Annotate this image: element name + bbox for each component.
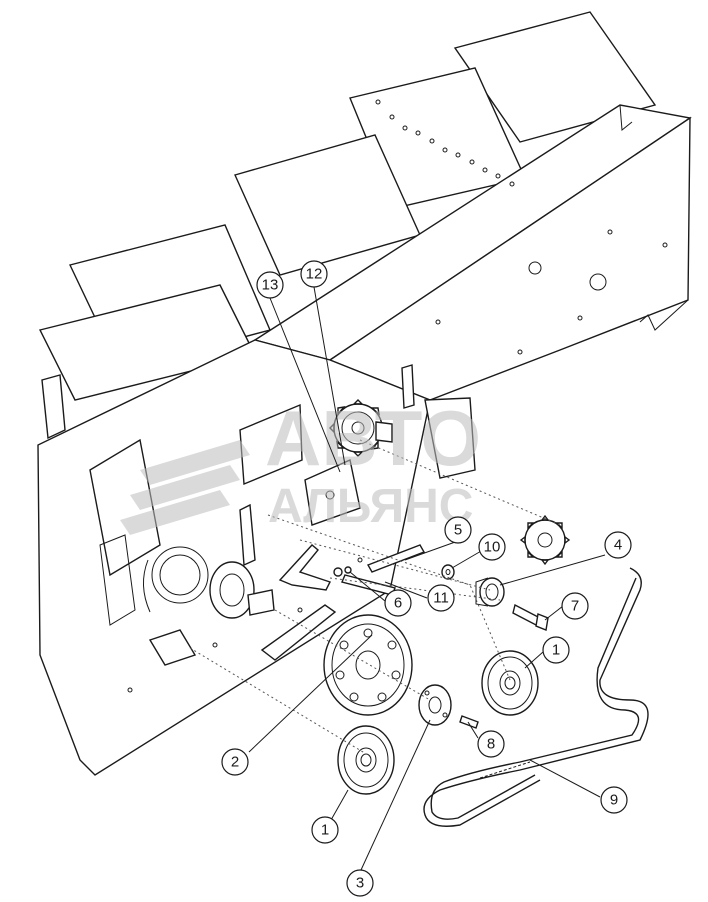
svg-text:11: 11 (433, 590, 449, 607)
large-sprocket (323, 614, 413, 716)
callout-10: 10 (478, 533, 506, 561)
svg-text:12: 12 (306, 266, 323, 283)
bolt (512, 603, 549, 631)
mounting-bracket (239, 364, 476, 526)
watermark: АВТО АЛЬЯНС (120, 394, 481, 535)
callout-2: 2 (221, 748, 249, 776)
assembly-lines (189, 439, 561, 756)
tensioner-arm-upper (148, 544, 337, 666)
pin (459, 715, 479, 729)
svg-text:10: 10 (484, 539, 501, 556)
svg-text:7: 7 (571, 598, 579, 615)
pulley-lower (337, 725, 395, 795)
callout-1-lower: 1 (311, 816, 339, 844)
watermark-line2: АЛЬЯНС (268, 480, 473, 533)
beam-bolt-holes (375, 99, 668, 355)
svg-text:13: 13 (262, 277, 279, 294)
svg-text:3: 3 (356, 875, 364, 892)
svg-text:4: 4 (614, 537, 622, 554)
svg-text:1: 1 (321, 822, 329, 839)
roller (475, 577, 505, 607)
callout-13: 13 (256, 271, 284, 299)
callout-11: 11 (427, 584, 455, 612)
svg-text:1: 1 (552, 642, 560, 659)
callout-8: 8 (477, 730, 505, 758)
svg-text:6: 6 (394, 595, 402, 612)
callout-4: 4 (604, 531, 632, 559)
hub-flange (418, 684, 452, 726)
callout-3: 3 (346, 869, 374, 897)
leader-lines (248, 286, 606, 871)
callout-6: 6 (384, 589, 412, 617)
watermark-logo (120, 440, 250, 535)
frame-top-panels (38, 11, 657, 401)
upper-sprocket (329, 399, 393, 457)
callout-1-upper: 1 (542, 636, 570, 664)
callout-5: 5 (444, 516, 472, 544)
idler-housing (209, 503, 275, 619)
pulley-right (481, 650, 539, 716)
callout-12: 12 (300, 260, 328, 288)
svg-text:8: 8 (487, 736, 495, 753)
svg-text:5: 5 (454, 522, 462, 539)
callout-7: 7 (561, 592, 589, 620)
small-sprocket (519, 514, 571, 566)
svg-text:9: 9 (610, 792, 618, 809)
watermark-line1: АВТО (265, 394, 481, 482)
main-beam (253, 99, 692, 401)
svg-text:2: 2 (231, 754, 239, 771)
callout-9: 9 (600, 786, 628, 814)
washer (441, 564, 455, 580)
drive-chain (423, 567, 649, 827)
